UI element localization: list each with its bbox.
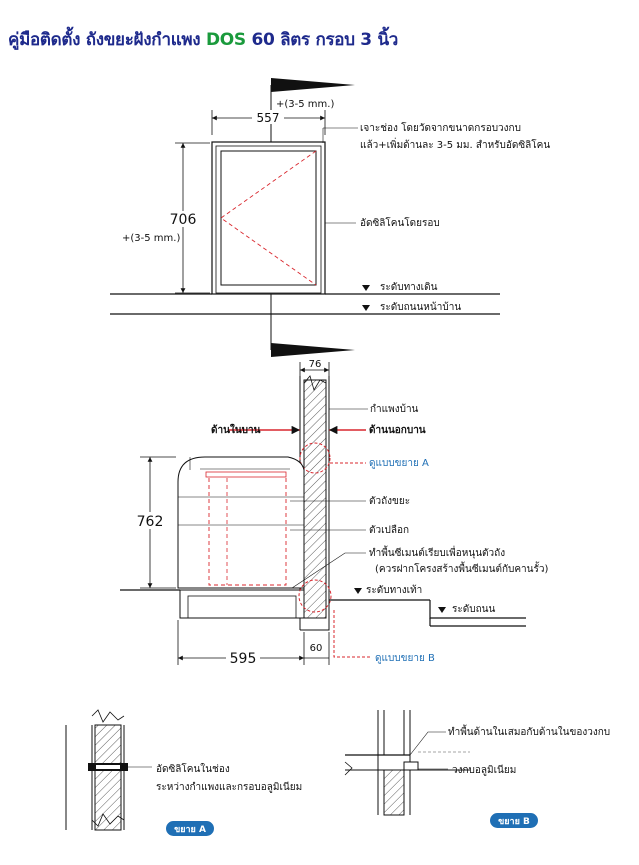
wall-thickness-dimension: 76 (309, 359, 322, 370)
detail-a-link[interactable]: ดูแบบขยาย A (369, 458, 429, 469)
side-view: 76 กำแพงบ้าน ด้านในบาน ด้านนอกบาน ดูแบบข… (120, 359, 548, 667)
note-cut-line2: แล้ว+เพิ่มด้านละ 3-5 มม. สำหรับอัดซิลิโค… (360, 137, 550, 151)
bin-handle (205, 471, 287, 478)
label-shell: ตัวเปลือก (369, 524, 409, 536)
height-tolerance: +(3-5 mm.) (122, 233, 180, 244)
label-bin: ตัวถังขยะ (369, 496, 410, 507)
detail-b-badge (490, 813, 538, 828)
title-main: คู่มือติดตั้ง ถังขยะฝังกำแพง (8, 30, 201, 50)
note-floor-line1: ทำพื้นซีเมนต์เรียบเพื่อหนุนตัวถัง (369, 545, 505, 559)
walk-level-marker (354, 588, 362, 594)
note-cut-line1: เจาะช่อง โดยวัดจากขนาดกรอบวงกบ (360, 121, 521, 134)
aluminium-frame (403, 761, 419, 771)
detail-a-badge-label: ขยาย A (174, 825, 206, 835)
detail-b-link[interactable]: ดูแบบขยาย B (375, 653, 435, 664)
frame-dimension: 60 (310, 643, 323, 654)
door-panel (220, 150, 317, 286)
detail-b-note-frame: วงกบอลูมิเนียม (452, 764, 516, 776)
note-floor-line2: (ควรฝากโครงสร้างพื้นซีเมนต์กับคานรั้ว) (375, 561, 548, 575)
label-inside: ด้านในบาน (211, 423, 261, 436)
section-arrow-bottom (271, 343, 355, 357)
title-rest: 60 ลิตร กรอบ 3 นิ้ว (251, 30, 399, 50)
walkway-level-marker (362, 285, 370, 291)
title-brand: DOS (205, 30, 246, 50)
width-dimension: 557 (257, 111, 280, 125)
label-wall: กำแพงบ้าน (370, 403, 419, 415)
detail-b: ทำพื้นด้านในเสมอกับด้านในของวงกบ วงกบอลู… (344, 710, 610, 828)
width-tolerance: +(3-5 mm.) (276, 99, 334, 110)
detail-a-note-line2: ระหว่างกำแพงและกรอบอลูมิเนียม (156, 781, 302, 793)
level-road: ระดับถนนหน้าบ้าน (380, 301, 461, 313)
frame-outer (211, 141, 326, 295)
detail-b-note-floor: ทำพื้นด้านในเสมอกับด้านในของวงกบ (448, 724, 610, 738)
depth-dimension: 595 (230, 651, 257, 667)
bin-body (177, 456, 305, 589)
detail-a-badge (166, 821, 214, 836)
front-view: 557 +(3-5 mm.) 706 +(3-5 mm.) เจาะช่อง โ… (110, 78, 550, 357)
detail-a-wall (94, 724, 122, 831)
note-silicone: อัดซิลิโคนโดยรอบ (360, 216, 440, 229)
detail-a-note-line1: อัดซิลิโคนในช่อง (156, 762, 230, 775)
height-dimension: 706 (170, 212, 197, 228)
detail-a: อัดซิลิโคนในช่อง ระหว่างกำแพงและกรอบอลูม… (65, 709, 302, 836)
side-height-dimension: 762 (137, 514, 164, 530)
page-title: คู่มือติดตั้ง ถังขยะฝังกำแพง DOS 60 ลิตร… (8, 26, 398, 53)
frame-gap (215, 145, 322, 294)
cement-base (179, 589, 305, 619)
road-level-marker (362, 305, 370, 311)
road-level-marker-side (438, 607, 446, 613)
swing-indicator (220, 150, 317, 286)
detail-a-circle (299, 442, 331, 474)
label-outside: ด้านนอกบาน (369, 424, 426, 436)
detail-b-badge-label: ขยาย B (498, 817, 530, 827)
detail-b-circle (298, 579, 332, 613)
level-walkway: ระดับทางเดิน (380, 282, 438, 293)
level-walk: ระดับทางเท้า (366, 584, 422, 596)
level-road-side: ระดับถนน (452, 604, 495, 615)
section-arrow-top (271, 78, 355, 92)
